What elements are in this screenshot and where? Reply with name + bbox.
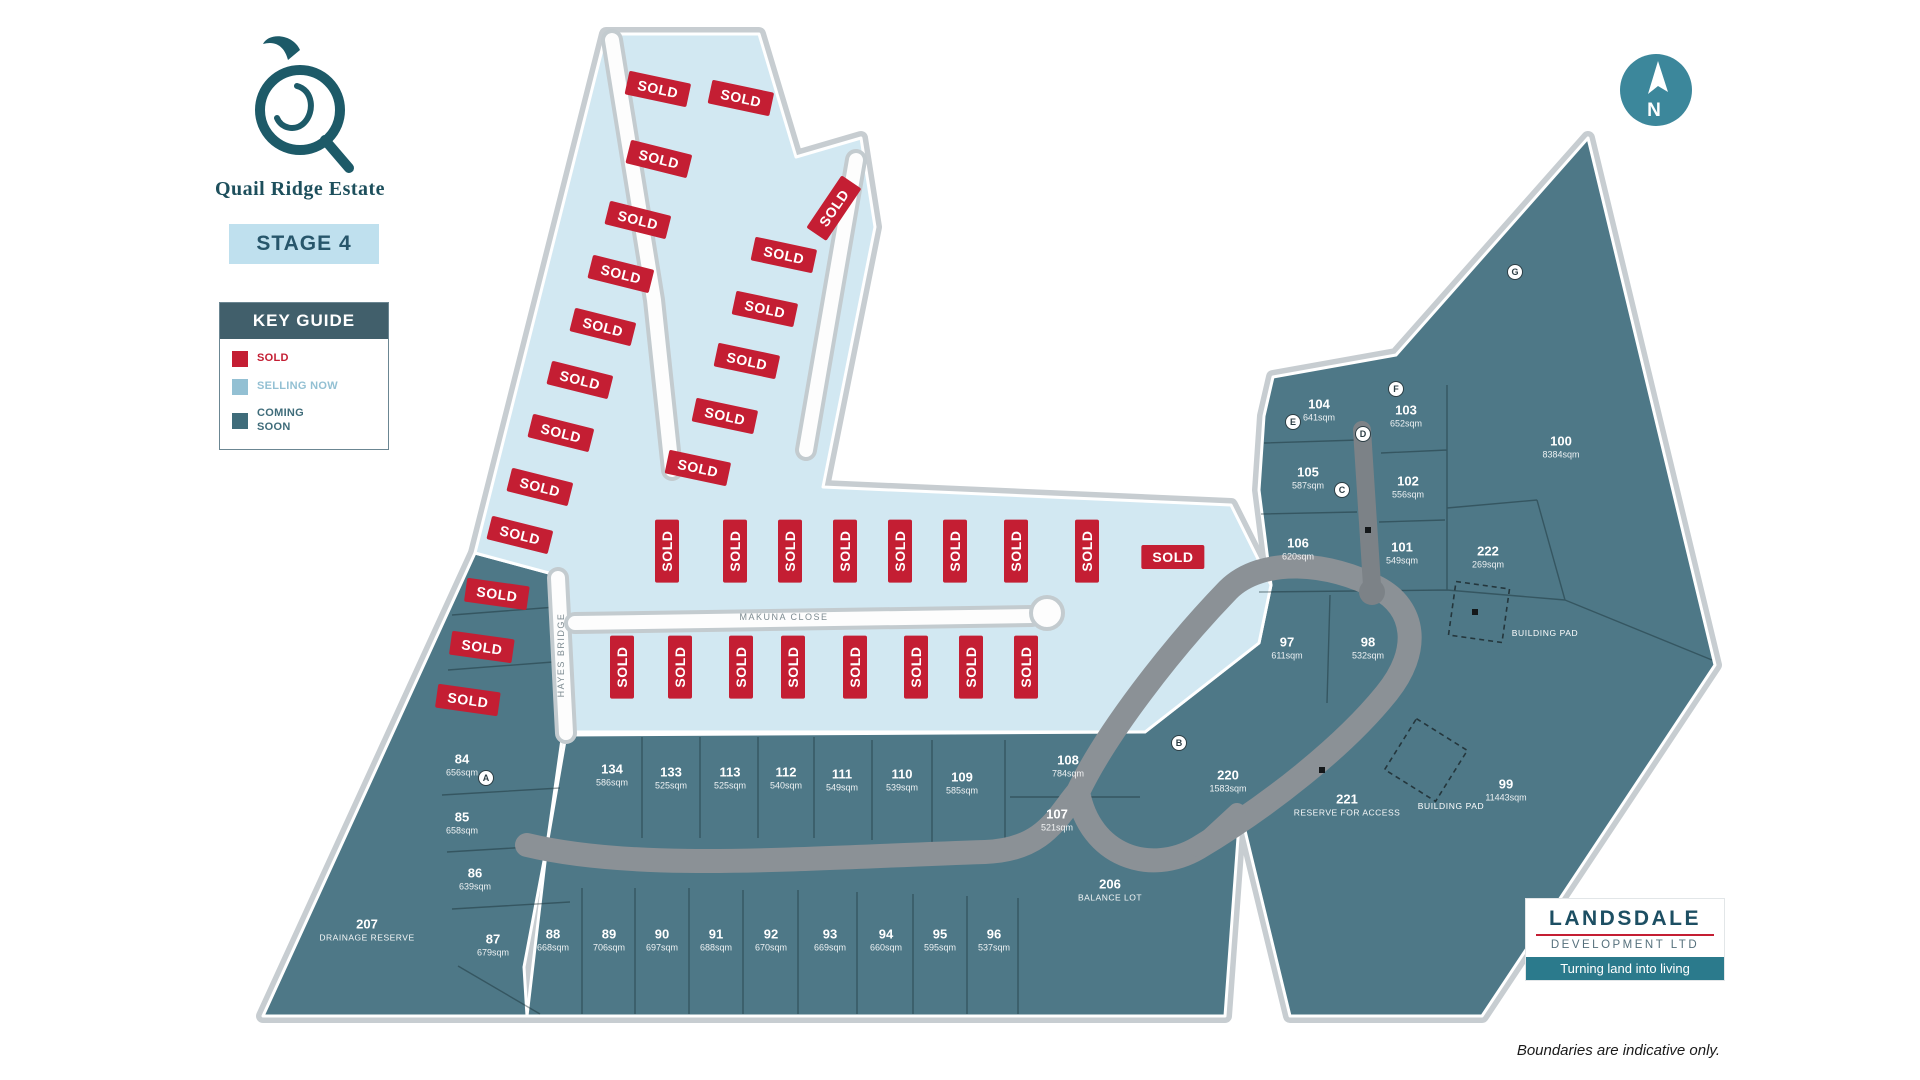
developer-rule <box>1536 934 1714 936</box>
legend-item-sold: SOLD <box>232 351 376 367</box>
key-guide: KEY GUIDE SOLD SELLING NOW COMING SOON <box>219 302 389 450</box>
region-coming-soon-west <box>261 551 565 1018</box>
estate-logo <box>255 36 354 173</box>
legend-item-coming-soon: COMING SOON <box>232 407 376 435</box>
cul-de-sac <box>1029 595 1065 631</box>
legend-item-selling-now: SELLING NOW <box>232 379 376 395</box>
selling-now-swatch <box>232 379 248 395</box>
developer-tagline: Turning land into living <box>1526 957 1724 980</box>
key-guide-title: KEY GUIDE <box>220 303 388 339</box>
developer-logo: LANDSDALE DEVELOPMENT LTD Turning land i… <box>1525 898 1725 981</box>
stage-badge: STAGE 4 <box>229 224 379 264</box>
roads-dark <box>515 421 1422 874</box>
lot-boundaries <box>441 385 1713 1015</box>
coming-soon-swatch <box>232 412 248 429</box>
building-pads <box>1383 580 1511 803</box>
north-arrow: N <box>1618 52 1694 133</box>
developer-name: LANDSDALE <box>1549 907 1701 930</box>
developer-subtitle: DEVELOPMENT LTD <box>1550 939 1700 951</box>
estate-regions <box>261 32 1717 1018</box>
legend-label: COMING SOON <box>257 407 305 433</box>
disclaimer: Boundaries are indicative only. <box>1516 1042 1720 1059</box>
sold-swatch <box>232 351 248 367</box>
legend-label: SELLING NOW <box>257 380 338 393</box>
legend-label: SOLD <box>257 352 289 365</box>
north-label: N <box>1647 100 1661 121</box>
estate-name: Quail Ridge Estate <box>214 178 386 200</box>
